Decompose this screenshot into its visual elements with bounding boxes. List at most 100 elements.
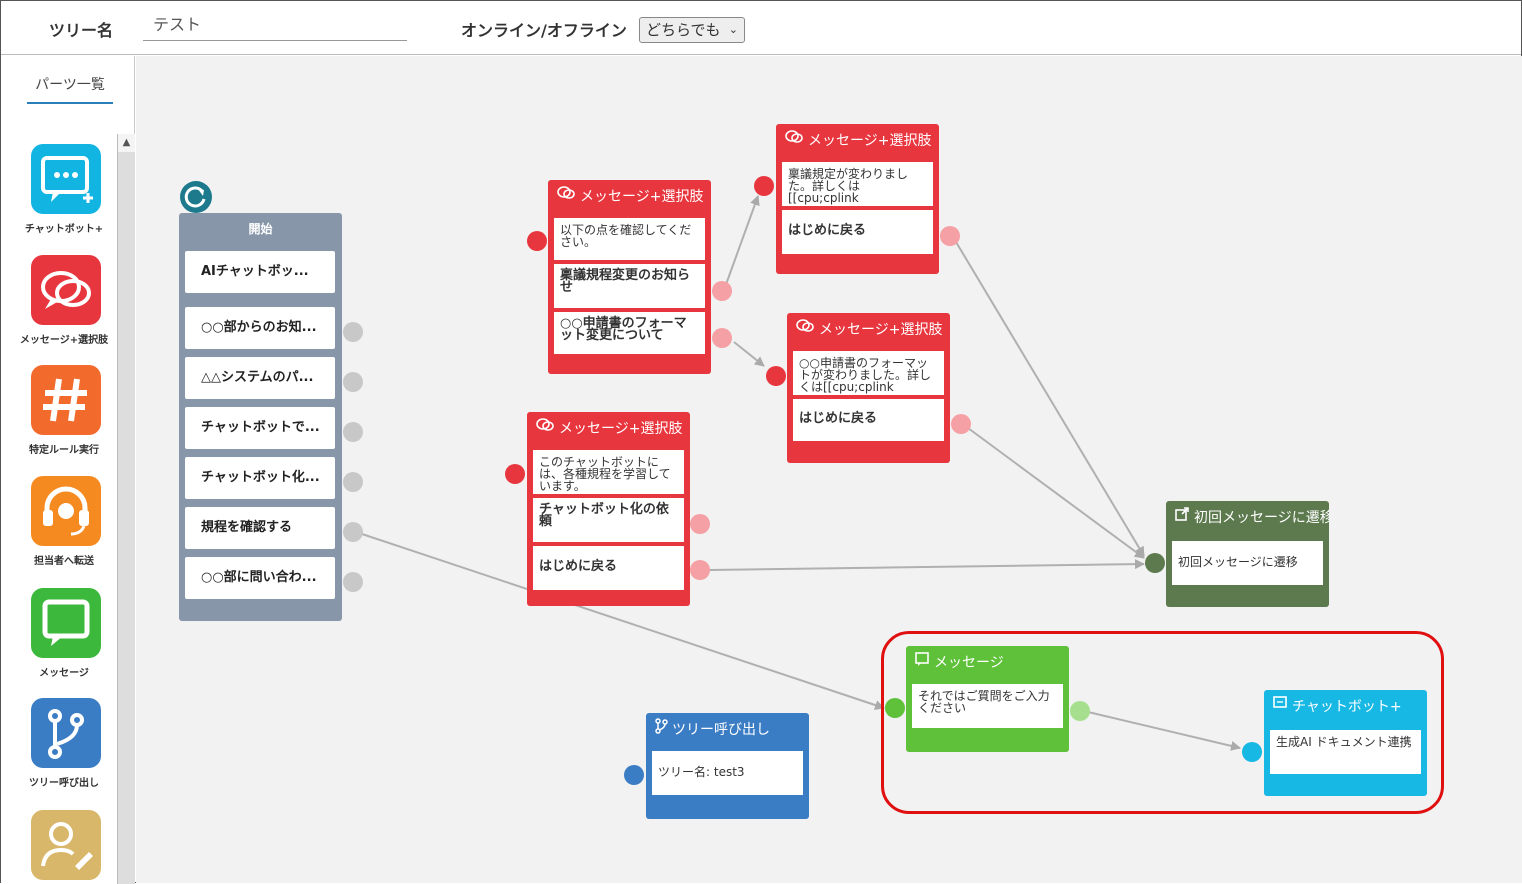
input-port[interactable] xyxy=(505,464,525,484)
message-choice-icon xyxy=(795,313,815,347)
node-start[interactable]: 開始 AIチャットボッ... ○○部からのお知... △△システムのパ... チ… xyxy=(179,213,342,621)
node-option[interactable]: 稟議規程変更のお知らせ xyxy=(554,264,705,308)
parts-sidebar: パーツ一覧 チャットボット+ メッセージ+選択肢 特定ル xyxy=(1,56,135,884)
input-port[interactable] xyxy=(624,765,644,785)
part-message-choice[interactable]: メッセージ+選択肢 xyxy=(9,255,117,346)
highlight-outline xyxy=(881,631,1444,814)
node-header: メッセージ+選択肢 xyxy=(776,124,939,158)
tree-name-input[interactable]: テスト xyxy=(143,11,407,41)
output-port[interactable] xyxy=(1070,701,1090,721)
input-port[interactable] xyxy=(527,231,547,251)
node-title: メッセージ xyxy=(934,655,1004,671)
part-tree-call[interactable]: ツリー呼び出し xyxy=(9,698,117,789)
message-icon xyxy=(914,646,930,680)
part-user-edit[interactable] xyxy=(9,810,117,880)
start-item[interactable]: チャットボット化... xyxy=(185,457,335,499)
user-edit-icon xyxy=(31,810,101,880)
node-message[interactable]: このチャットボットには、各種規程を学習しています。 xyxy=(533,450,684,494)
start-item[interactable]: ○○部からのお知... xyxy=(185,307,335,349)
scroll-up-icon[interactable]: ▲ xyxy=(118,134,135,152)
input-port[interactable] xyxy=(754,176,774,196)
node-title: ツリー呼び出し xyxy=(672,722,770,738)
node-message[interactable]: 稟議規定が変わりました。詳しくは[[cpu;cplink xyxy=(782,162,933,206)
node-body[interactable]: ツリー名: test3 xyxy=(652,751,803,795)
output-port[interactable] xyxy=(951,414,971,434)
output-port[interactable] xyxy=(343,422,363,442)
output-port[interactable] xyxy=(940,226,960,246)
start-item[interactable]: AIチャットボッ... xyxy=(185,251,335,293)
node-message[interactable]: ○○申請書のフォーマットが変わりました。詳しくは[[cpu;cplink xyxy=(793,351,944,395)
output-port[interactable] xyxy=(343,322,363,342)
output-port[interactable] xyxy=(343,522,363,542)
node-chatbot-plus[interactable]: チャットボット+ 生成AI ドキュメント連携 xyxy=(1264,690,1427,796)
tab-parts-list[interactable]: パーツ一覧 xyxy=(27,74,113,104)
node-message[interactable]: 以下の点を確認してください。 xyxy=(554,218,705,260)
flow-canvas[interactable]: 開始 AIチャットボッ... ○○部からのお知... △△システムのパ... チ… xyxy=(136,56,1522,883)
part-label: メッセージ xyxy=(39,668,89,679)
node-message-choice-3[interactable]: メッセージ+選択肢 ○○申請書のフォーマットが変わりました。詳しくは[[cpu;… xyxy=(787,313,950,463)
node-jump-first-message[interactable]: 初回メッセージに遷移 初回メッセージに遷移 xyxy=(1166,501,1329,607)
node-title: メッセージ+選択肢 xyxy=(559,421,683,437)
node-title: メッセージ+選択肢 xyxy=(580,189,704,205)
node-header: ツリー呼び出し xyxy=(646,713,809,747)
wire-mc1-to-mc3 xyxy=(733,341,765,367)
message-icon xyxy=(31,588,101,658)
part-operator-transfer[interactable]: 担当者へ転送 xyxy=(9,476,117,567)
node-tree-call[interactable]: ツリー呼び出し ツリー名: test3 xyxy=(646,713,809,819)
node-option[interactable]: ○○申請書のフォーマット変更について xyxy=(554,312,705,354)
message-choice-icon xyxy=(556,180,576,214)
online-offline-select[interactable]: どちらでも ⌄ xyxy=(639,17,745,43)
start-item[interactable]: △△システムのパ... xyxy=(185,357,335,399)
node-body[interactable]: 生成AI ドキュメント連携 xyxy=(1270,730,1421,774)
node-option[interactable]: はじめに戻る xyxy=(793,399,944,441)
part-label: チャットボット+ xyxy=(24,224,104,235)
node-header: メッセージ xyxy=(906,646,1069,680)
node-body[interactable]: それではご質問をご入力ください xyxy=(912,684,1063,728)
node-message-choice-4[interactable]: メッセージ+選択肢 このチャットボットには、各種規程を学習しています。 チャット… xyxy=(527,412,690,606)
input-port[interactable] xyxy=(1145,553,1165,573)
node-message-choice-2[interactable]: メッセージ+選択肢 稟議規定が変わりました。詳しくは[[cpu;cplink は… xyxy=(776,124,939,274)
part-rule-exec[interactable]: 特定ルール実行 xyxy=(9,365,117,456)
node-title: メッセージ+選択肢 xyxy=(819,322,943,338)
output-port[interactable] xyxy=(712,328,732,348)
part-chatbot-plus[interactable]: チャットボット+ xyxy=(9,144,117,235)
refresh-icon[interactable] xyxy=(180,181,212,213)
output-port[interactable] xyxy=(343,572,363,592)
wire-start-to-message xyxy=(361,533,885,710)
node-header: メッセージ+選択肢 xyxy=(548,180,711,214)
node-body[interactable]: 初回メッセージに遷移 xyxy=(1172,541,1323,585)
node-option[interactable]: チャットボット化の依頼 xyxy=(533,498,684,542)
output-port[interactable] xyxy=(690,560,710,580)
part-label: 特定ルール実行 xyxy=(29,445,99,456)
part-message[interactable]: メッセージ xyxy=(9,588,117,679)
node-title: メッセージ+選択肢 xyxy=(808,133,932,149)
node-message-choice-1[interactable]: メッセージ+選択肢 以下の点を確認してください。 稟議規程変更のお知らせ ○○申… xyxy=(548,180,711,374)
message-choice-icon xyxy=(535,412,555,446)
node-option[interactable]: はじめに戻る xyxy=(533,546,684,590)
output-port[interactable] xyxy=(712,281,732,301)
tree-name-label: ツリー名 xyxy=(49,21,114,40)
start-item[interactable]: 規程を確認する xyxy=(185,507,335,549)
input-port[interactable] xyxy=(885,698,905,718)
chatbot-plus-icon xyxy=(1272,690,1288,724)
chevron-down-icon: ⌄ xyxy=(728,23,738,36)
hash-icon xyxy=(31,365,101,435)
node-header: チャットボット+ xyxy=(1264,690,1427,724)
output-port[interactable] xyxy=(343,372,363,392)
output-port[interactable] xyxy=(343,472,363,492)
branch-icon xyxy=(654,713,668,747)
input-port[interactable] xyxy=(1242,742,1262,762)
message-choice-icon xyxy=(784,124,804,158)
parts-scrollbar[interactable]: ▲ xyxy=(117,134,135,884)
branch-icon xyxy=(31,698,101,768)
input-port[interactable] xyxy=(766,366,786,386)
node-header: メッセージ+選択肢 xyxy=(527,412,690,446)
wire-message-to-bot xyxy=(1087,711,1241,751)
start-item[interactable]: チャットボットで... xyxy=(185,407,335,449)
node-option[interactable]: はじめに戻る xyxy=(782,210,933,254)
node-message[interactable]: メッセージ それではご質問をご入力ください xyxy=(906,646,1069,752)
output-port[interactable] xyxy=(690,514,710,534)
start-item[interactable]: ○○部に問い合わ... xyxy=(185,557,335,599)
node-header: 初回メッセージに遷移 xyxy=(1166,501,1329,535)
